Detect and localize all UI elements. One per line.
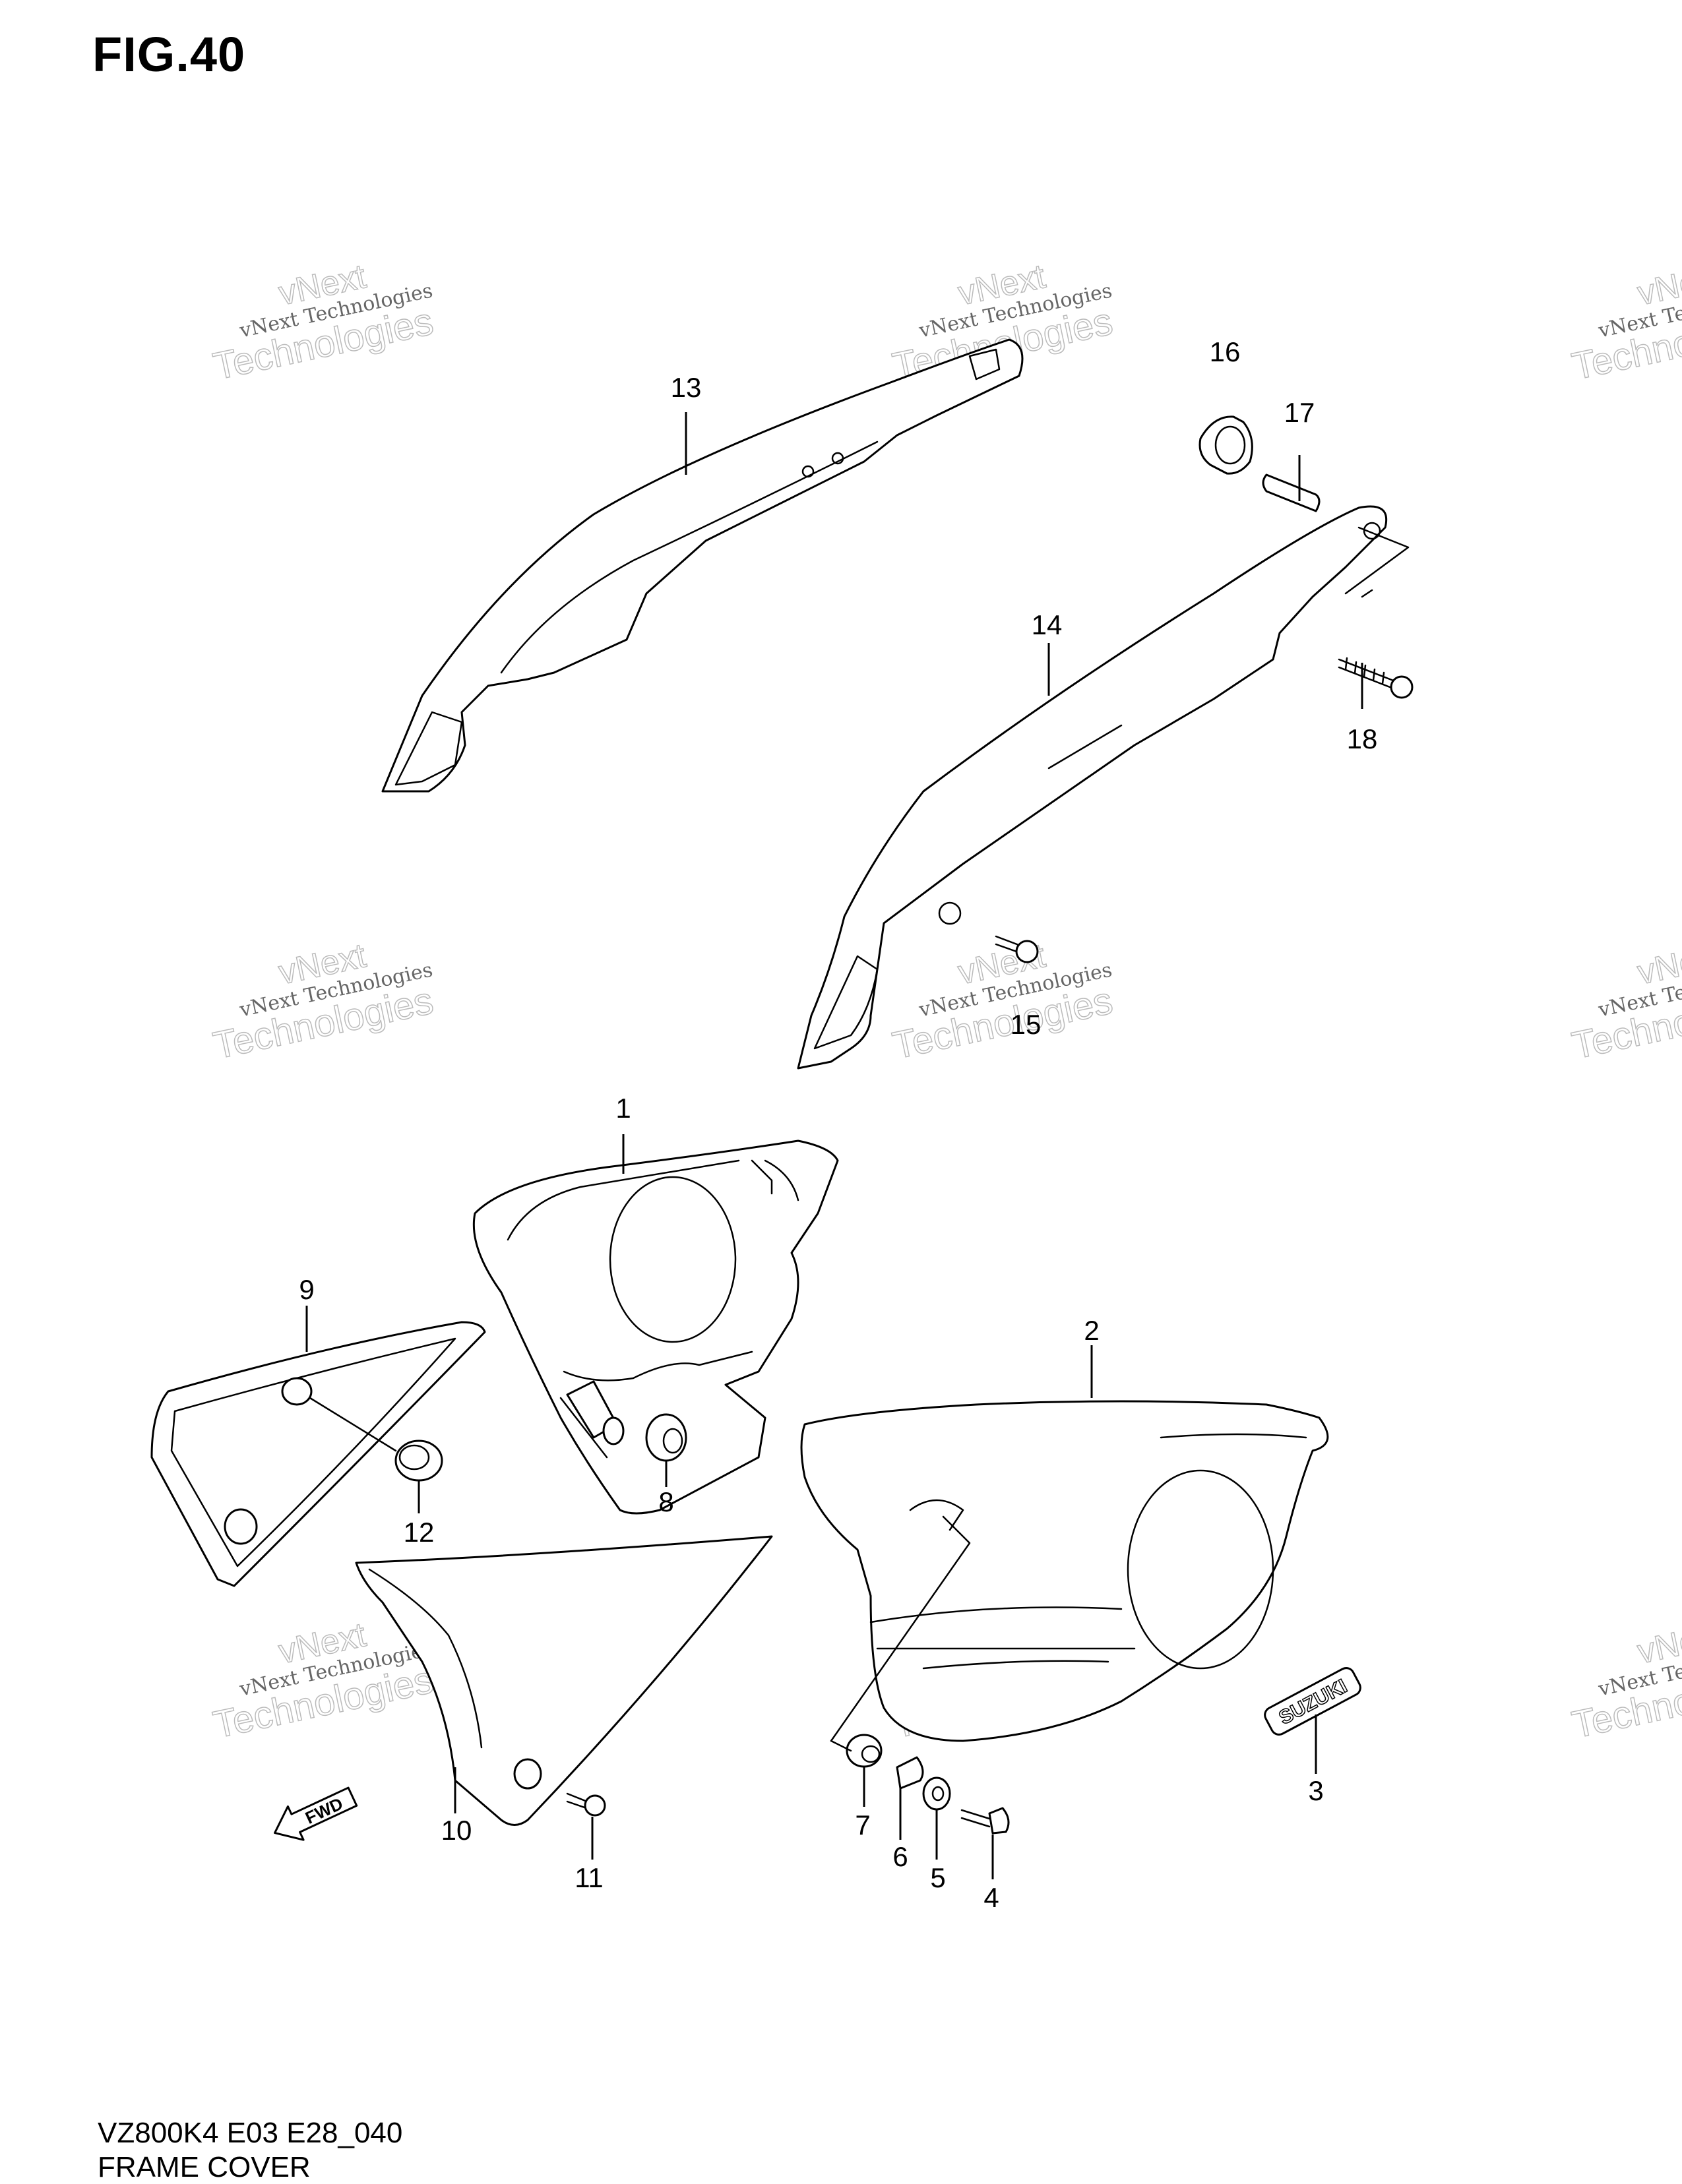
part-6-collar [896, 1756, 924, 1790]
callout-7: 7 [855, 1809, 870, 1840]
callout-16: 16 [1210, 336, 1241, 367]
callout-leaders [305, 412, 1363, 1879]
section-name: FRAME COVER [98, 2151, 311, 2183]
part-7-grommet [846, 1734, 883, 1768]
callout-labels: 1 2 3 4 5 6 7 8 9 10 11 12 13 14 15 16 1… [299, 336, 1377, 1913]
callout-12: 12 [404, 1517, 435, 1548]
watermark: vNext vNext Technologies Technologies [1568, 257, 1682, 388]
callout-11: 11 [575, 1862, 604, 1893]
callout-1: 1 [615, 1093, 631, 1124]
part-15-screw [995, 935, 1039, 963]
callout-17: 17 [1284, 397, 1315, 428]
part-9-side-panel [150, 1321, 486, 1587]
part-16-spacer [1199, 415, 1253, 475]
part-14-rear-frame-cover-right [797, 505, 1410, 1070]
callout-4: 4 [983, 1882, 999, 1913]
part-12-grommet [394, 1440, 443, 1482]
callout-18: 18 [1347, 723, 1378, 754]
callout-6: 6 [892, 1841, 908, 1872]
part-2-frame-cover-outer [800, 1400, 1329, 1742]
callout-14: 14 [1032, 609, 1063, 640]
callout-2: 2 [1084, 1315, 1099, 1346]
part-8-grommet [645, 1413, 687, 1462]
callout-13: 13 [671, 372, 702, 403]
watermark: vNext vNext Technologies Technologies [209, 936, 437, 1068]
callout-9: 9 [299, 1274, 314, 1305]
part-4-bolt [960, 1807, 1010, 1835]
part-17-pin [1262, 473, 1321, 512]
figure-title: FIG.40 [92, 27, 246, 82]
part-3-emblem: SUZUKI [1264, 1667, 1361, 1736]
part-1-frame-cover-inner [472, 1139, 839, 1515]
callout-8: 8 [658, 1486, 673, 1517]
part-18-screw [1338, 657, 1414, 699]
model-code: VZ800K4 E03 E28_040 [98, 2117, 403, 2149]
assembly-lines [309, 1397, 971, 1752]
callout-5: 5 [930, 1862, 945, 1893]
callout-15: 15 [1011, 1009, 1042, 1040]
part-10-lower-panel [355, 1535, 773, 1826]
watermark: vNext vNext Technologies Technologies [1568, 1615, 1682, 1747]
watermark: vNext vNext Technologies Technologies [1568, 936, 1682, 1068]
callout-10: 10 [441, 1815, 472, 1846]
callout-3: 3 [1308, 1775, 1323, 1806]
part-5-washer [922, 1776, 951, 1811]
part-11-screw [566, 1792, 606, 1817]
part-13-rear-frame-cover-left [381, 338, 1024, 793]
watermark: vNext vNext Technologies Technologies [209, 257, 437, 388]
fwd-arrow-icon: FWD [274, 1786, 358, 1841]
